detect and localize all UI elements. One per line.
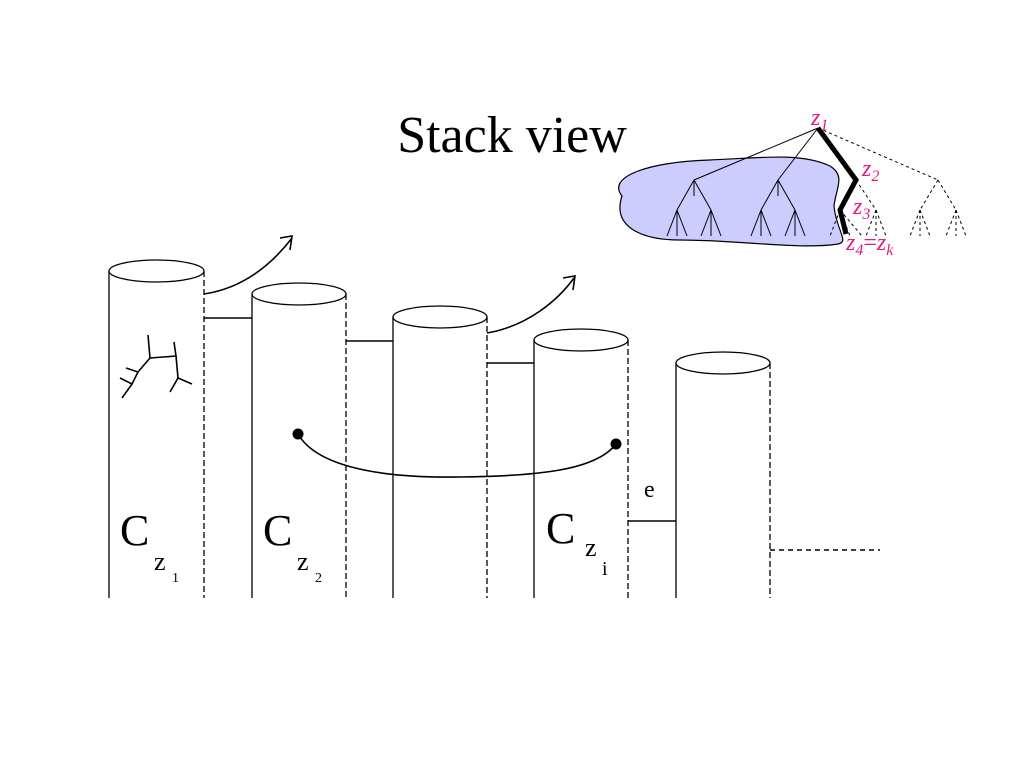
connectors <box>204 317 880 551</box>
cylinder-2-label: C <box>263 506 292 555</box>
arrow-up-right-icon-2 <box>486 277 575 334</box>
cylinder-2-sub: z <box>297 547 309 576</box>
unexplored-edges <box>817 127 967 237</box>
label-z2: z2 <box>861 156 879 185</box>
cylinder-labels: C z 1 C z 2 C z i e <box>120 477 655 586</box>
link-endpoint-dot-2 <box>610 438 622 450</box>
cylinder-5 <box>675 351 771 601</box>
cylinder-1-subsub: 1 <box>172 571 179 586</box>
cylinder-1 <box>108 259 205 601</box>
arrow-up-right-icon <box>203 237 293 295</box>
path-node-labels: z1 z2 z3 z4=zk <box>810 105 894 259</box>
branch-sketch-icon <box>119 334 193 399</box>
current-path <box>815 126 859 235</box>
cylinder-3 <box>392 305 488 601</box>
arrow-head-icon <box>279 235 293 251</box>
tree-edges <box>666 127 819 237</box>
edge-label: e <box>644 477 655 503</box>
slide-title: Stack view <box>397 107 627 164</box>
label-z3: z3 <box>852 194 870 223</box>
cylinder-4-subsub: i <box>602 558 608 580</box>
label-z4-zk: z4=zk <box>845 230 894 259</box>
cylinder-4 <box>533 328 629 601</box>
cylinder-1-sub: z <box>154 547 166 576</box>
curved-arrows <box>203 235 576 334</box>
link-endpoint-dot <box>292 428 304 440</box>
label-z1: z1 <box>810 105 828 134</box>
cylinder-2-subsub: 2 <box>315 571 322 586</box>
explored-region <box>618 156 844 247</box>
arrow-head-icon-2 <box>562 275 576 291</box>
cylinder-1-label: C <box>120 506 149 555</box>
cylinder-4-sub: z <box>585 533 597 562</box>
cylinder-2 <box>251 282 347 601</box>
cross-link <box>292 428 622 478</box>
cylinders <box>108 259 771 601</box>
cylinder-4-label: C <box>546 504 575 553</box>
tree-inset: z1 z2 z3 z4=zk <box>618 105 967 259</box>
